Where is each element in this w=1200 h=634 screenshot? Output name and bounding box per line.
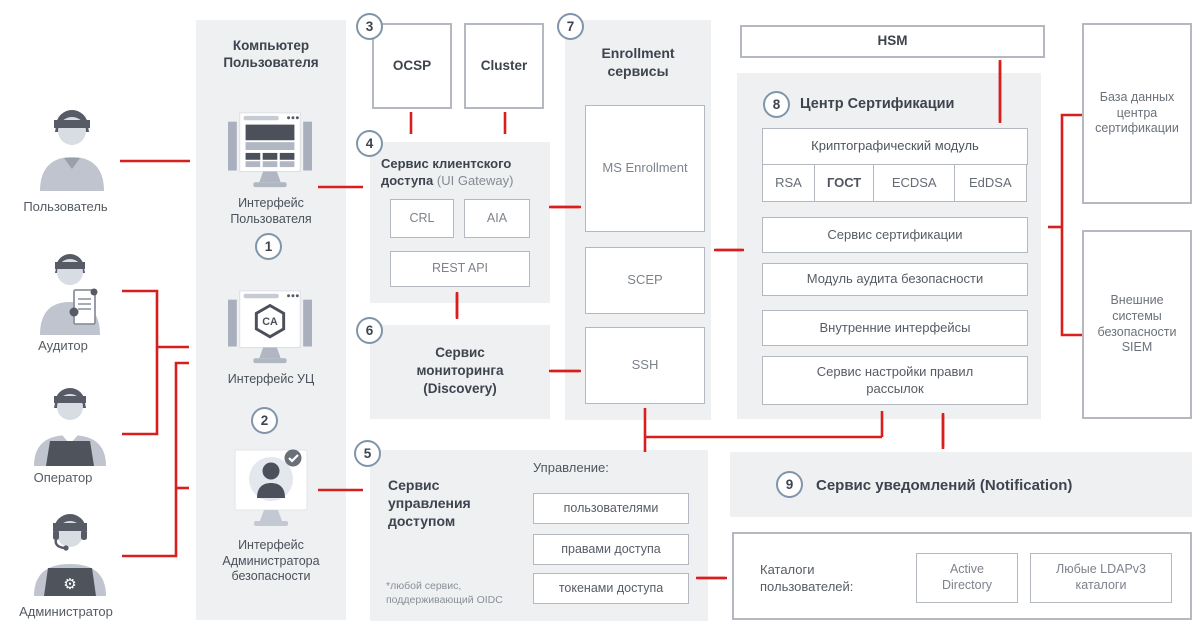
user-interface-label: Интерфейс Пользователя — [230, 196, 312, 226]
admin-person-label: Администратор — [19, 604, 113, 619]
gateway-title-suffix: (UI Gateway) — [436, 172, 514, 188]
enrollment-title: Enrollment сервисы — [601, 45, 675, 80]
active-directory-label: Active Directory — [941, 562, 992, 592]
ldap-box: Любые LDAPv3 каталоги — [1030, 553, 1172, 603]
access-footnote: *любой сервис, поддерживающий OIDC — [386, 580, 503, 606]
admin-interface-label: Интерфейс Администратора безопасности — [222, 538, 320, 584]
catalogs-title: Каталоги пользователей: — [760, 562, 854, 594]
ca-title: Центр Сертификации — [800, 96, 955, 112]
access-item-users: пользователями — [533, 493, 689, 524]
gateway-title: Сервис клиентского доступа (UI Gateway) — [381, 156, 545, 190]
active-directory-box: Active Directory — [916, 553, 1018, 603]
hsm-box: HSM — [740, 25, 1045, 58]
ca-algo-ecdsa: ECDSA — [873, 163, 956, 202]
operator-person-icon — [34, 388, 106, 466]
access-title: Сервис управления доступом — [388, 477, 471, 530]
auditor-person-label: Аудитор — [38, 338, 88, 353]
step-2-badge: 2 — [251, 407, 278, 434]
step-5-badge: 5 — [354, 440, 381, 467]
ca-algo-gost: ГОСТ — [813, 163, 875, 202]
ca-cert-service-box: Сервис сертификации — [762, 217, 1028, 253]
rest-api-box: REST API — [390, 251, 530, 287]
ca-crypto-module-box: Криптографический модуль — [762, 128, 1028, 165]
auditor-person-icon — [40, 254, 100, 335]
user-interface-monitor-icon — [228, 112, 312, 188]
ca-audit-module-box: Модуль аудита безопасности — [762, 263, 1028, 296]
ca-algo-eddsa: EdDSA — [953, 163, 1027, 202]
access-item-rights: правами доступа — [533, 534, 689, 565]
ca-mailing-rules-box: Сервис настройки правил рассылок — [762, 356, 1028, 405]
enrollment-service-scep: SCEP — [585, 247, 705, 314]
ca-database-box: База данных центра сертификации — [1082, 23, 1192, 204]
user-person-label: Пользователь — [23, 199, 108, 214]
svg-text:⚙: ⚙ — [63, 576, 76, 593]
crl-box: CRL — [390, 199, 454, 238]
operator-person-label: Оператор — [33, 470, 93, 485]
user-person-icon — [40, 110, 104, 191]
enrollment-service-ms: MS Enrollment — [585, 105, 705, 232]
monitoring-panel — [370, 325, 550, 419]
aia-box: AIA — [464, 199, 530, 238]
step-8-badge: 8 — [763, 91, 790, 118]
ldap-label: Любые LDAPv3 каталоги — [1055, 562, 1146, 592]
access-management-label: Управление: — [533, 460, 609, 475]
ca-interface-label: Интерфейс УЦ — [227, 372, 315, 386]
ca-algorithms-row: RSA ГОСТ ECDSA EdDSA — [762, 163, 1027, 202]
siem-label: Внешние системы безопасности SIEM — [1097, 293, 1177, 355]
access-item-tokens: токенами доступа — [533, 573, 689, 604]
step-7-badge: 7 — [557, 13, 584, 40]
ca-database-label: База данных центра сертификации — [1095, 90, 1179, 136]
step-1-badge: 1 — [255, 233, 282, 260]
ca-algo-rsa: RSA — [762, 163, 815, 202]
ca-internal-interfaces-box: Внутренние интерфейсы — [762, 310, 1028, 346]
ocsp-box: OCSP — [372, 23, 452, 109]
enrollment-service-ssh: SSH — [585, 327, 705, 404]
step-9-badge: 9 — [776, 471, 803, 498]
admin-interface-monitor-icon — [234, 449, 308, 526]
cluster-box: Cluster — [464, 23, 544, 109]
step-4-badge: 4 — [356, 130, 383, 157]
ca-interface-monitor-icon: CA — [228, 290, 312, 364]
ca-mailing-rules-text: Сервис настройки правил рассылок — [816, 364, 974, 396]
notification-panel — [730, 452, 1192, 517]
gateway-title-main: Сервис клиентского доступа — [381, 156, 512, 188]
notification-title: Сервис уведомлений (Notification) — [816, 477, 1073, 494]
step-3-badge: 3 — [356, 13, 383, 40]
siem-box: Внешние системы безопасности SIEM — [1082, 230, 1192, 419]
user-computer-title: Компьютер Пользователя — [223, 38, 319, 70]
svg-text:CA: CA — [262, 316, 278, 328]
monitoring-title: Сервис мониторинга (Discovery) — [416, 345, 504, 397]
admin-person-icon: ⚙ — [34, 514, 106, 596]
step-6-badge: 6 — [356, 317, 383, 344]
